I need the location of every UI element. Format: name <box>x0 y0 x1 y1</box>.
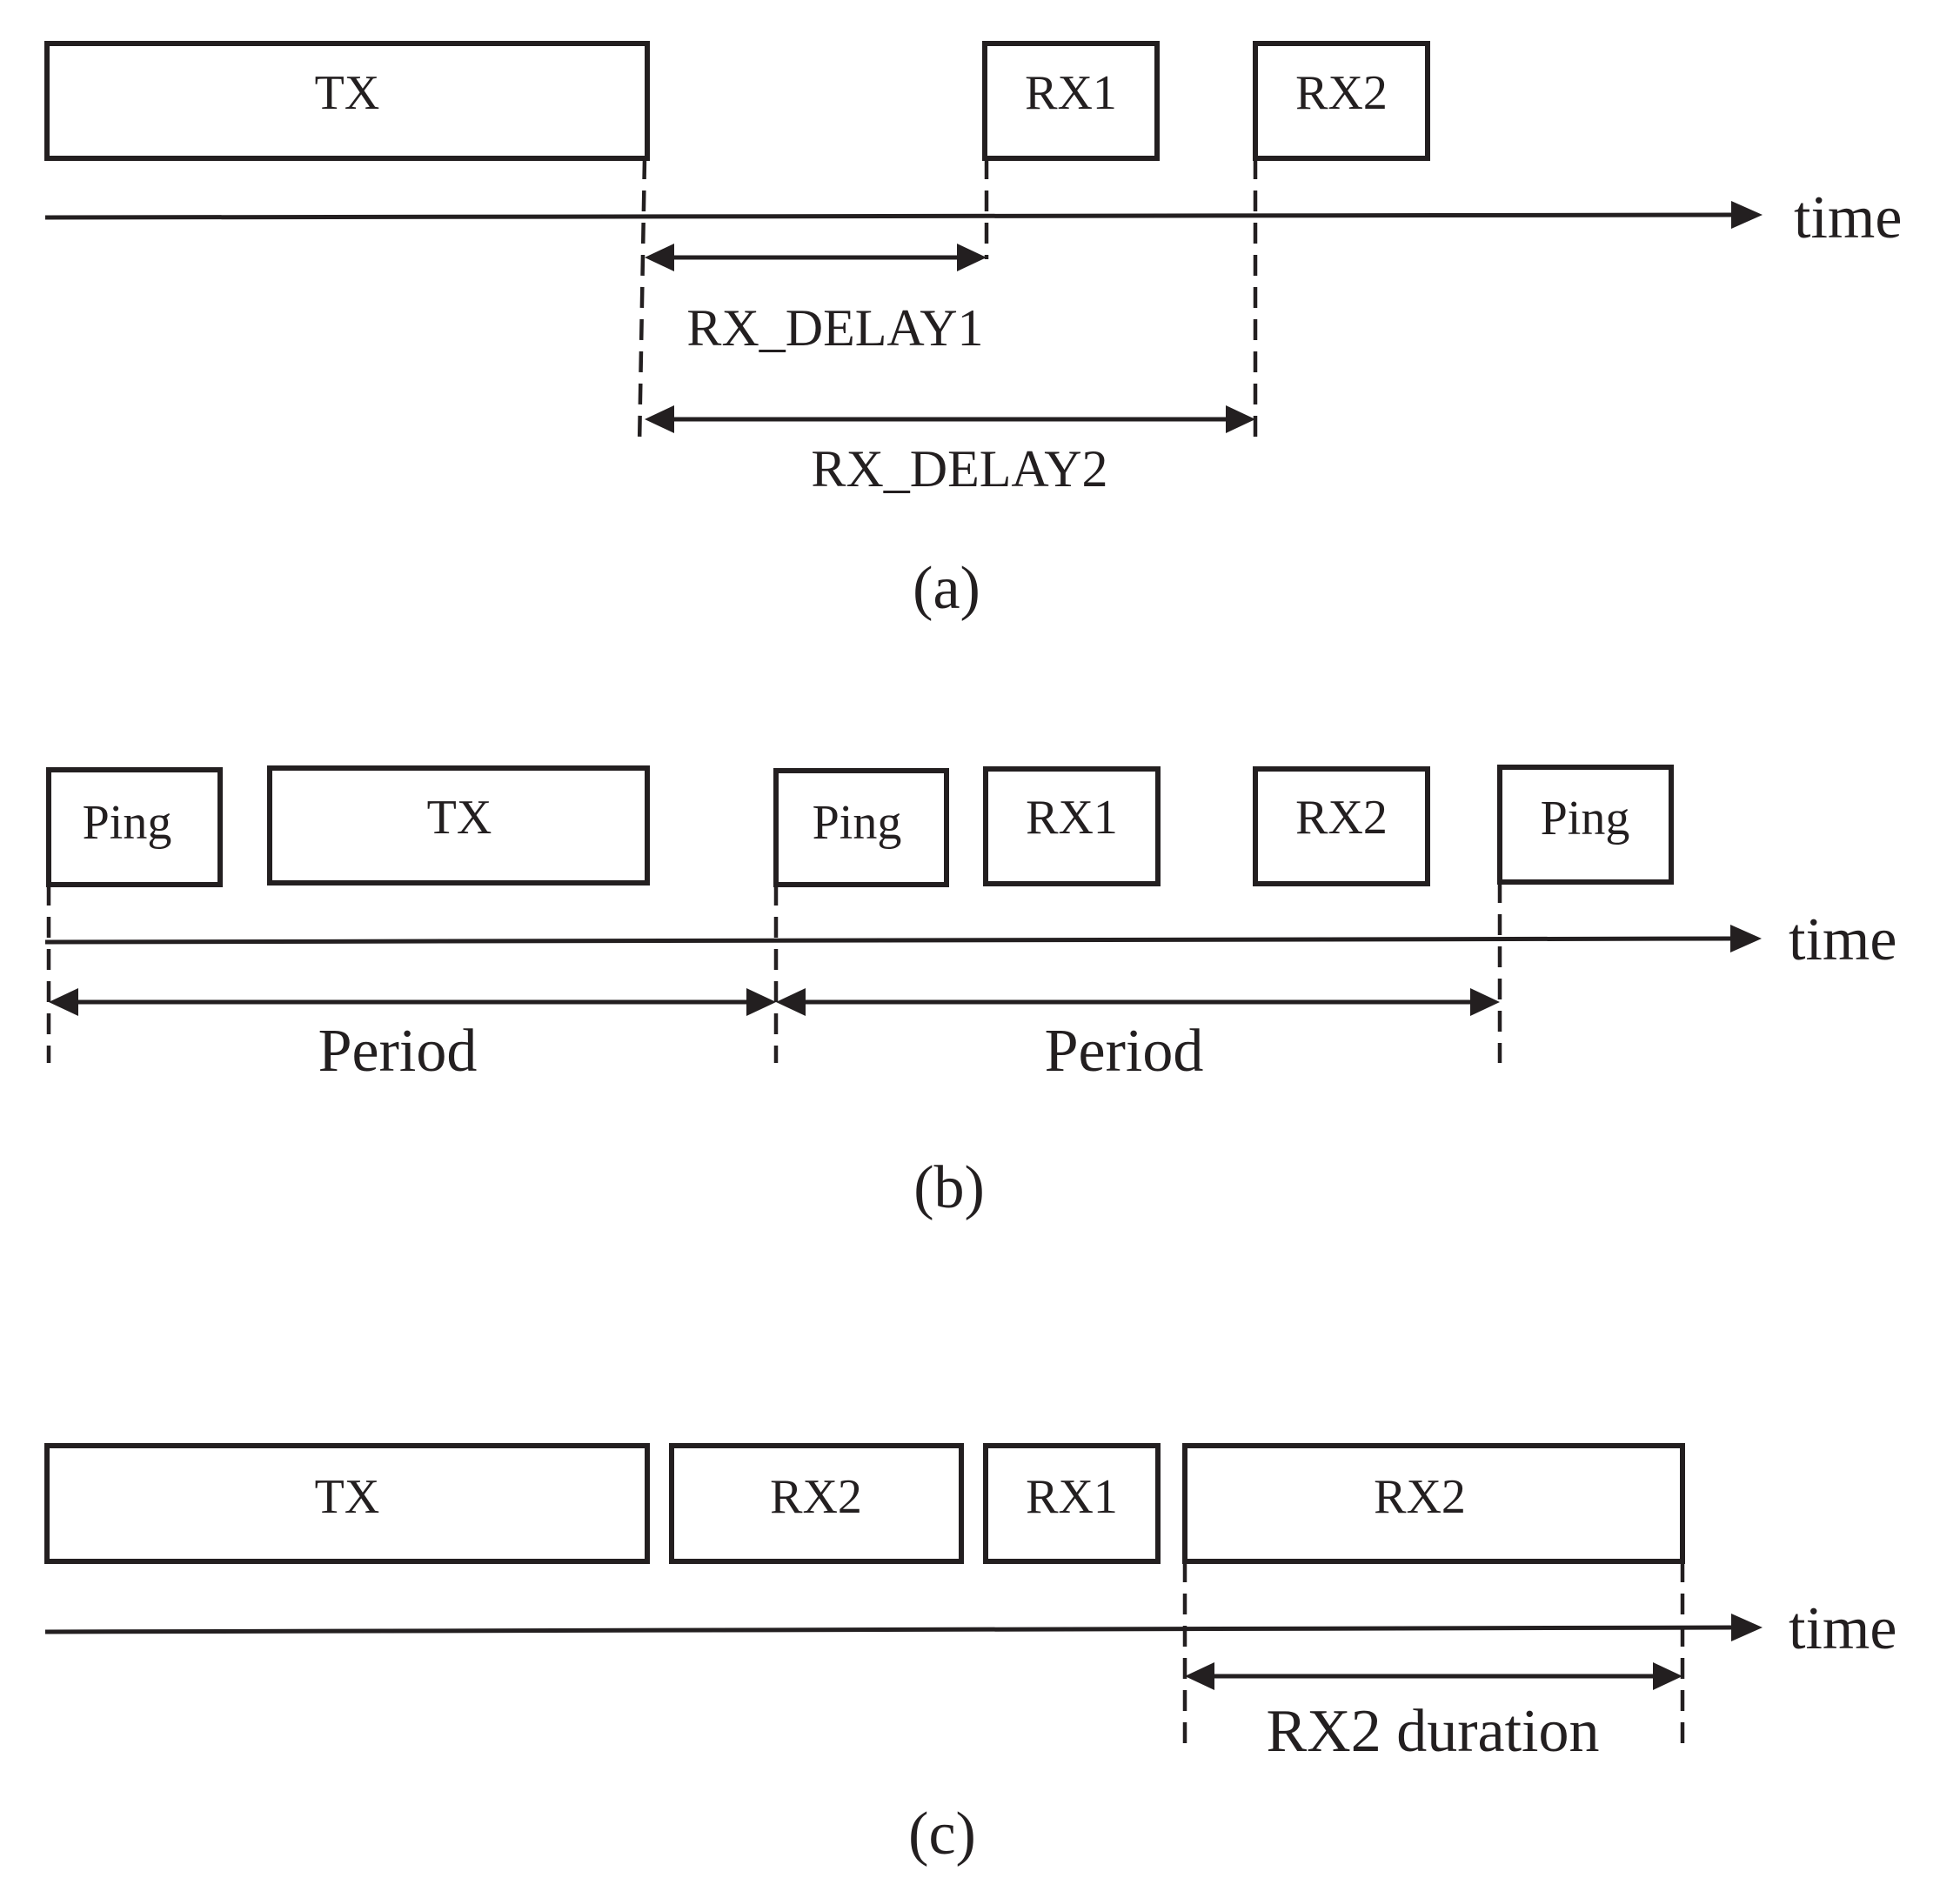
panel-b-tx-box <box>267 765 650 886</box>
panel-b-ping2-label: Ping <box>813 796 902 850</box>
panel-c-time-arrowhead <box>1731 1614 1763 1641</box>
panel-b-ping1-box <box>46 767 223 887</box>
panel-b-period2-left-arrow <box>776 988 806 1016</box>
panel-b-period1-right-arrow <box>746 988 776 1016</box>
panel-b-rx1-box <box>983 766 1161 886</box>
panel-a: TX RX1 RX2 time RX_DELAY1 RX_DELAY2 (a) <box>44 41 1902 622</box>
panel-a-delay1-left-arrow <box>645 244 674 271</box>
panel-a-rx1-box <box>982 41 1160 161</box>
panel-a-tx-end-guide <box>637 157 647 446</box>
panel-c-rx2-first-box <box>669 1443 964 1564</box>
panel-a-rx2-box <box>1253 41 1430 161</box>
panel-b-ping2-box <box>773 768 949 887</box>
panel-c-rx2-first-label: RX2 <box>770 1470 862 1524</box>
panel-a-rx2-label: RX2 <box>1295 66 1388 120</box>
panel-a-rx1-label: RX1 <box>1025 66 1117 120</box>
panel-b-ping1-label: Ping <box>83 796 172 850</box>
panel-a-tx-box <box>44 41 650 161</box>
panel-a-delay2-left-arrow <box>645 405 674 433</box>
panel-a-time-arrowhead <box>1731 201 1763 229</box>
panel-a-caption: (a) <box>913 555 980 622</box>
panel-b-period1-left-arrow <box>49 988 78 1016</box>
panel-c-rx2-duration-left-arrow <box>1185 1662 1214 1690</box>
panel-b-caption: (b) <box>913 1154 985 1221</box>
panel-b-period2-label: Period <box>1045 1018 1204 1085</box>
panel-b-period1-label: Period <box>318 1018 478 1085</box>
panel-c-rx1-box <box>983 1443 1161 1564</box>
panel-b-time-arrowhead <box>1730 925 1762 952</box>
panel-b-ping3-box <box>1497 765 1674 885</box>
panel-c-time-axis <box>44 1625 1734 1634</box>
panel-a-delay1-right-arrow <box>957 244 987 271</box>
panel-a-tx-label: TX <box>315 66 380 120</box>
panel-c: TX RX2 RX1 RX2 time RX2 duration (c) <box>44 1443 1896 1868</box>
panel-a-time-axis <box>44 212 1734 220</box>
panel-c-rx2-duration-label: RX2 duration <box>1266 1698 1599 1765</box>
panel-a-delay1-label: RX_DELAY1 <box>686 299 983 357</box>
panel-c-caption: (c) <box>908 1801 976 1868</box>
panel-c-rx2-duration-right-arrow <box>1653 1662 1682 1690</box>
panel-c-rx2-second-label: RX2 <box>1374 1470 1466 1524</box>
panel-b-rx1-label: RX1 <box>1026 791 1118 845</box>
panel-c-rx1-label: RX1 <box>1026 1470 1118 1524</box>
panel-a-delay2-right-arrow <box>1226 405 1255 433</box>
panel-a-delay2-label: RX_DELAY2 <box>811 440 1107 498</box>
panel-b-rx2-box <box>1253 766 1430 886</box>
panel-c-tx-label: TX <box>315 1470 380 1524</box>
panel-b-time-label: time <box>1789 906 1896 973</box>
panel-b-period2-right-arrow <box>1470 988 1500 1016</box>
panel-b-ping3-label: Ping <box>1541 792 1630 845</box>
panel-a-time-label: time <box>1794 184 1902 251</box>
panel-c-tx-box <box>44 1443 650 1564</box>
panel-b-tx-label: TX <box>427 791 492 845</box>
panel-c-time-label: time <box>1789 1595 1896 1662</box>
panel-c-rx2-second-box <box>1182 1443 1685 1564</box>
panel-b: Ping TX Ping RX1 RX2 Ping time Period Pe… <box>44 765 1896 1221</box>
panel-b-rx2-label: RX2 <box>1295 791 1388 845</box>
panel-b-time-axis <box>44 936 1732 945</box>
